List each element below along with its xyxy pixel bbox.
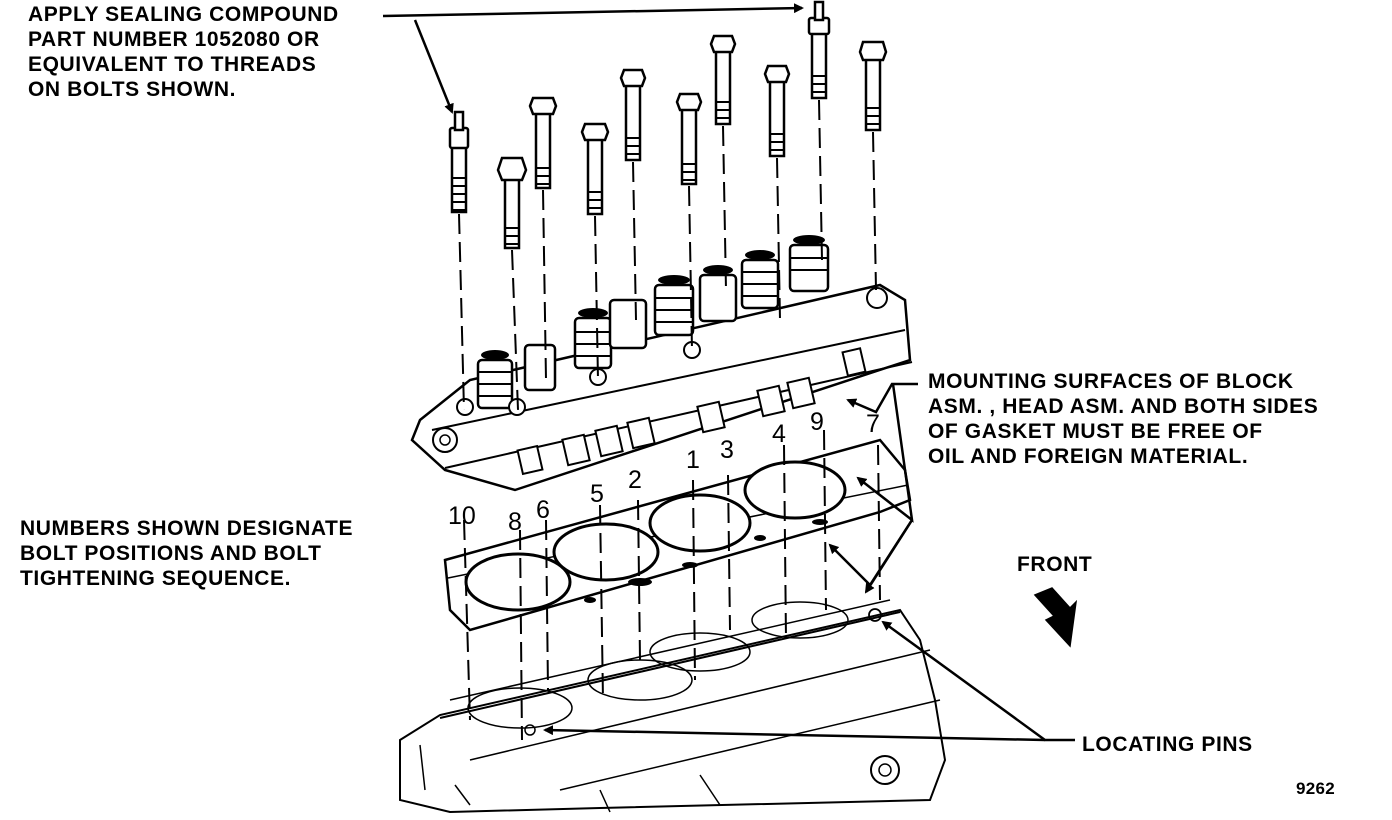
head-gasket: [443, 438, 912, 632]
bolt-number-10: 10: [448, 502, 476, 530]
sealing-note-line: PART NUMBER 1052080 OR: [28, 28, 320, 51]
locating-pins-label: LOCATING PINS: [1082, 733, 1253, 756]
sealing-compound-note: APPLY SEALING COMPOUND PART NUMBER 10520…: [28, 2, 339, 102]
bolt-number-3: 3: [720, 436, 734, 464]
numbers-note-line: TIGHTENING SEQUENCE.: [20, 567, 292, 590]
bolt-7: [858, 40, 888, 132]
bolt-number-2: 2: [628, 466, 642, 494]
head-bolts: [448, 0, 888, 250]
bolt-number-9: 9: [810, 408, 824, 436]
front-arrow-icon: [1033, 587, 1078, 648]
bolt-2: [619, 68, 647, 162]
bolt-number-8: 8: [508, 508, 522, 536]
bolt-number-7: 7: [866, 410, 880, 438]
bolt-number-1: 1: [686, 446, 700, 474]
bolt-numbers-note: NUMBERS SHOWN DESIGNATE BOLT POSITIONS A…: [20, 516, 353, 591]
front-label: FRONT: [1017, 553, 1093, 576]
sealing-leader-right: [382, 3, 804, 18]
bolt-number-4: 4: [772, 420, 786, 448]
engine-block: [399, 599, 947, 814]
alignment-lines: [458, 99, 881, 741]
bolt-4: [763, 64, 791, 158]
bolt-sequence-numbers: 10 8 6 5 2 1 3 4 9 7: [448, 408, 880, 536]
mounting-note-line: ASM. , HEAD ASM. AND BOTH SIDES: [928, 395, 1319, 418]
figure-number: 9262: [1296, 779, 1336, 798]
bolt-number-5: 5: [590, 480, 604, 508]
mounting-leader-head: [846, 382, 918, 414]
mounting-note-line: MOUNTING SURFACES OF BLOCK: [928, 370, 1294, 393]
bolt-5: [580, 122, 610, 216]
mounting-leader-block: [864, 519, 914, 594]
pins-leader-left: [543, 725, 1046, 742]
mounting-surfaces-note: MOUNTING SURFACES OF BLOCK ASM. , HEAD A…: [928, 369, 1318, 469]
bolt-1: [675, 92, 703, 186]
leader-lines: [382, 3, 1075, 742]
numbers-note-line: NUMBERS SHOWN DESIGNATE: [20, 517, 354, 540]
mounting-note-line: OF GASKET MUST BE FREE OF: [928, 420, 1263, 443]
numbers-note-line: BOLT POSITIONS AND BOLT: [20, 542, 322, 565]
bolt-10: [448, 110, 470, 214]
bolt-3: [709, 34, 737, 126]
mounting-note-line: OIL AND FOREIGN MATERIAL.: [928, 445, 1249, 468]
sealing-leader-down: [413, 19, 454, 114]
bolt-6: [528, 96, 558, 190]
bolt-8: [496, 156, 528, 250]
sealing-note-line: APPLY SEALING COMPOUND: [28, 3, 339, 26]
mounting-leader-gasket-lower: [828, 519, 914, 587]
bolt-9: [807, 0, 831, 100]
sealing-note-line: EQUIVALENT TO THREADS: [28, 53, 317, 76]
bolt-number-6: 6: [536, 496, 550, 524]
sealing-note-line: ON BOLTS SHOWN.: [28, 78, 237, 101]
